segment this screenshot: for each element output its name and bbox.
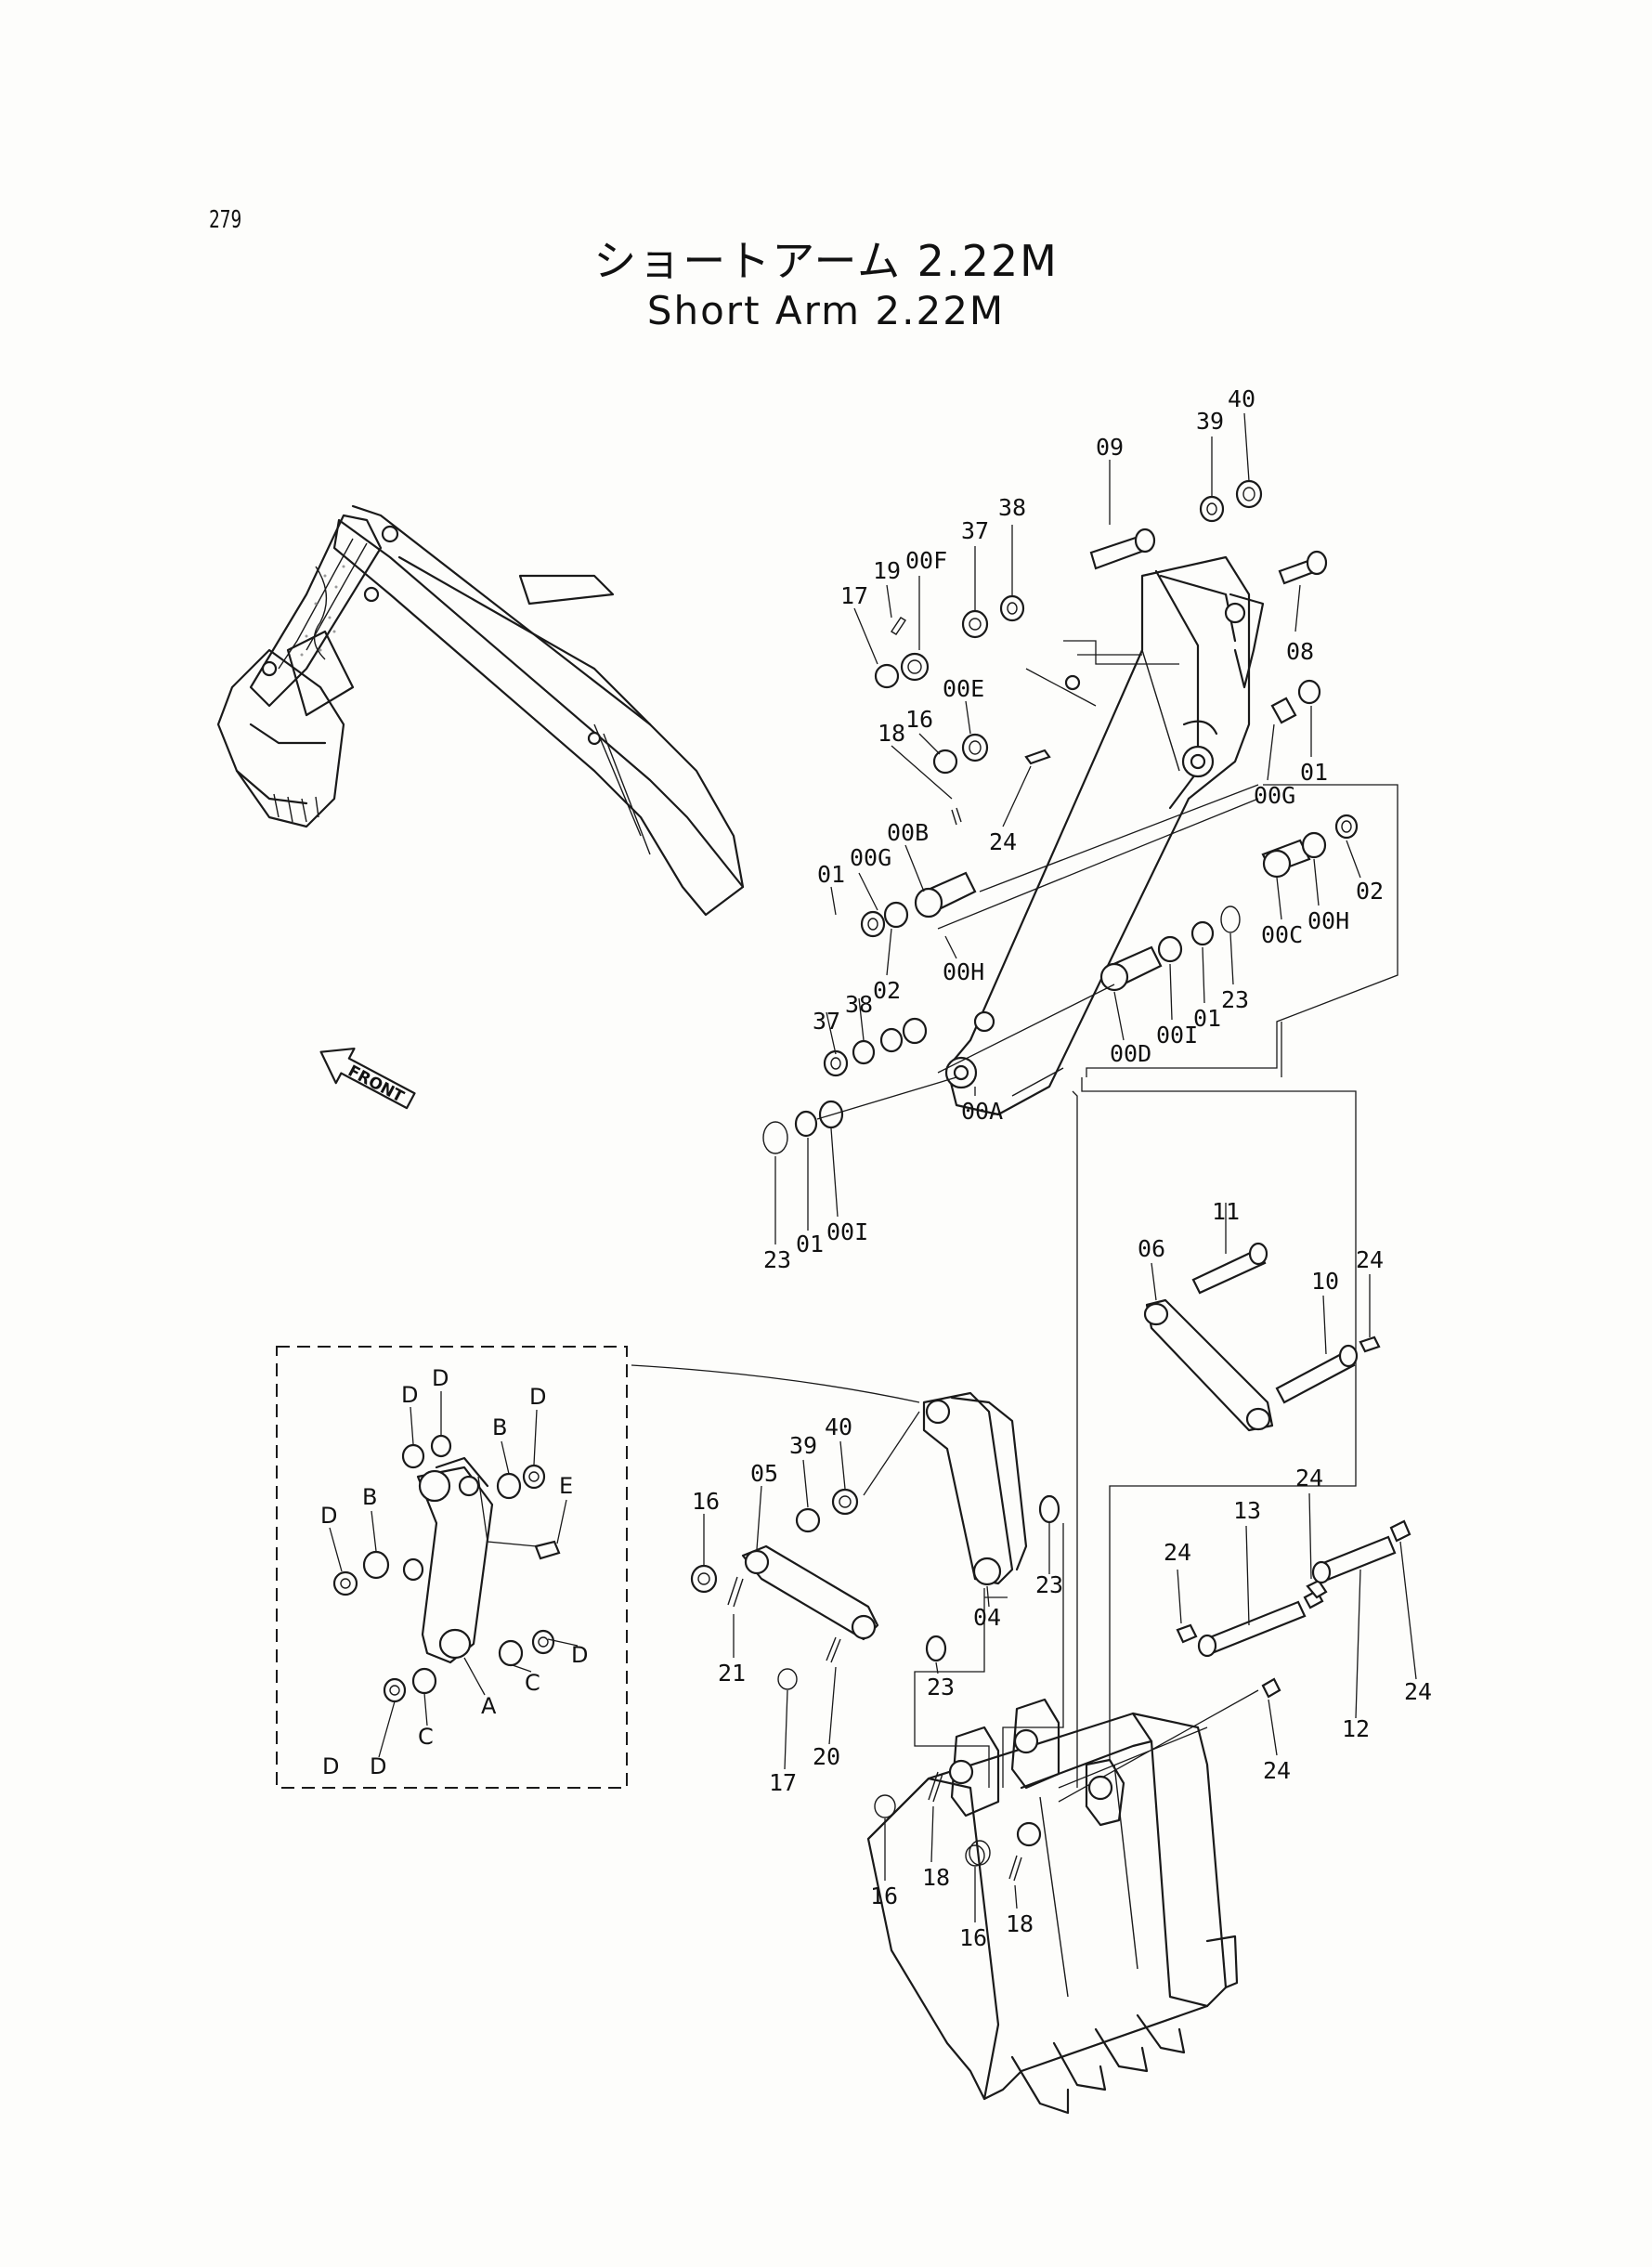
callout-20: 20 bbox=[813, 1743, 840, 1770]
top-pins-group bbox=[874, 479, 1328, 826]
callout-39: 39 bbox=[1196, 408, 1224, 435]
callout-18-bucket-lower: 18 bbox=[1006, 1910, 1034, 1937]
callout-05: 05 bbox=[750, 1460, 778, 1487]
callout-13: 13 bbox=[1233, 1497, 1261, 1524]
inset-callout-e: E bbox=[559, 1473, 573, 1499]
callout-01-right: 01 bbox=[1300, 759, 1328, 786]
callout-24-lower: 24 bbox=[1263, 1757, 1291, 1784]
inset-callout-b2: B bbox=[362, 1484, 377, 1510]
inset-callout-d1: D bbox=[401, 1382, 418, 1408]
callout-00C: 00C bbox=[1261, 921, 1303, 948]
callout-21: 21 bbox=[718, 1660, 746, 1687]
callout-01-mid: 01 bbox=[1193, 1005, 1221, 1032]
callout-39-lower: 39 bbox=[789, 1432, 817, 1459]
bucket-pins-group bbox=[1058, 1519, 1411, 1803]
callout-16-mid: 16 bbox=[692, 1488, 720, 1515]
callout-19: 19 bbox=[873, 557, 901, 584]
callout-38: 38 bbox=[998, 494, 1026, 521]
bucket-links-group bbox=[690, 1391, 1064, 1788]
front-direction-arrow: FRONT bbox=[319, 1047, 416, 1110]
callout-00I-right: 00I bbox=[1156, 1022, 1198, 1049]
callout-10: 10 bbox=[1311, 1268, 1339, 1295]
callout-00H-right: 00H bbox=[1307, 907, 1349, 934]
callout-16-bucket-lower: 16 bbox=[959, 1924, 987, 1951]
callout-24-top: 24 bbox=[989, 828, 1017, 855]
callout-38-lower: 38 bbox=[845, 991, 873, 1018]
callout-40: 40 bbox=[1228, 385, 1255, 412]
inset-callout-d7: D bbox=[322, 1753, 339, 1779]
callout-18: 18 bbox=[878, 720, 905, 747]
excavator-overview-illustration bbox=[216, 504, 745, 917]
callout-24-pin13: 24 bbox=[1164, 1539, 1191, 1566]
callout-01-bottom: 01 bbox=[796, 1231, 824, 1257]
callout-00G-right: 00G bbox=[1254, 782, 1295, 809]
callout-12: 12 bbox=[1342, 1715, 1370, 1742]
callout-00B: 00B bbox=[887, 819, 929, 846]
inset-callout-d4: D bbox=[320, 1503, 337, 1529]
callout-37-lower: 37 bbox=[813, 1008, 840, 1035]
callout-00H-left: 00H bbox=[943, 958, 984, 985]
middle-bushings-group bbox=[762, 784, 1398, 1154]
callout-00E: 00E bbox=[943, 675, 984, 702]
inset-callout-b1: B bbox=[492, 1414, 507, 1440]
inset-callout-d5: D bbox=[571, 1642, 588, 1668]
callout-24-right: 24 bbox=[1404, 1678, 1432, 1705]
inset-callouts: D D D B E D B C D A D C D bbox=[320, 1365, 588, 1779]
bucket-illustration bbox=[866, 1698, 1239, 2115]
inset-callout-a: A bbox=[481, 1693, 497, 1719]
part-callouts: 09 39 40 37 38 19 00F 17 08 18 16 00E 00… bbox=[692, 385, 1432, 1951]
callout-18-bucket: 18 bbox=[922, 1864, 950, 1891]
inset-callout-d6: D bbox=[370, 1753, 386, 1779]
inset-callout-d3: D bbox=[529, 1384, 546, 1410]
page-number: 279 bbox=[209, 206, 242, 234]
callout-08: 08 bbox=[1286, 638, 1314, 665]
callout-00G-left: 00G bbox=[850, 844, 891, 871]
callout-37: 37 bbox=[961, 517, 989, 544]
callout-24-upper: 24 bbox=[1295, 1465, 1323, 1492]
callout-00I-left: 00I bbox=[826, 1218, 868, 1245]
callout-40-lower: 40 bbox=[825, 1414, 852, 1440]
callout-23-near: 23 bbox=[1035, 1571, 1063, 1598]
callout-17-lower: 17 bbox=[769, 1769, 797, 1796]
callout-09: 09 bbox=[1096, 434, 1124, 461]
title-japanese: ショートアーム 2.22M bbox=[593, 236, 1059, 286]
title-english: Short Arm 2.22M bbox=[646, 288, 1006, 333]
callout-23-right: 23 bbox=[1221, 986, 1249, 1013]
callout-17: 17 bbox=[840, 582, 868, 609]
callout-01-left: 01 bbox=[817, 861, 845, 888]
callout-24-link: 24 bbox=[1356, 1246, 1384, 1273]
connector-lines bbox=[631, 1022, 1357, 1788]
callout-02-right: 02 bbox=[1356, 878, 1384, 905]
callout-00F: 00F bbox=[905, 547, 947, 574]
inset-callout-c2: C bbox=[418, 1724, 434, 1750]
inset-callout-c1: C bbox=[525, 1670, 540, 1696]
callout-16: 16 bbox=[905, 706, 933, 733]
detail-inset bbox=[276, 1346, 628, 1789]
callout-04: 04 bbox=[973, 1604, 1001, 1631]
callout-00D: 00D bbox=[1110, 1040, 1151, 1067]
inset-callout-d2: D bbox=[432, 1365, 449, 1391]
link-assembly bbox=[1143, 1242, 1381, 1432]
callout-23-left: 23 bbox=[763, 1246, 791, 1273]
callout-16-bucket: 16 bbox=[870, 1883, 898, 1909]
callout-02-left: 02 bbox=[873, 977, 901, 1004]
callout-23-mid: 23 bbox=[927, 1674, 955, 1700]
callout-00A: 00A bbox=[961, 1098, 1003, 1125]
callout-06: 06 bbox=[1138, 1235, 1165, 1262]
